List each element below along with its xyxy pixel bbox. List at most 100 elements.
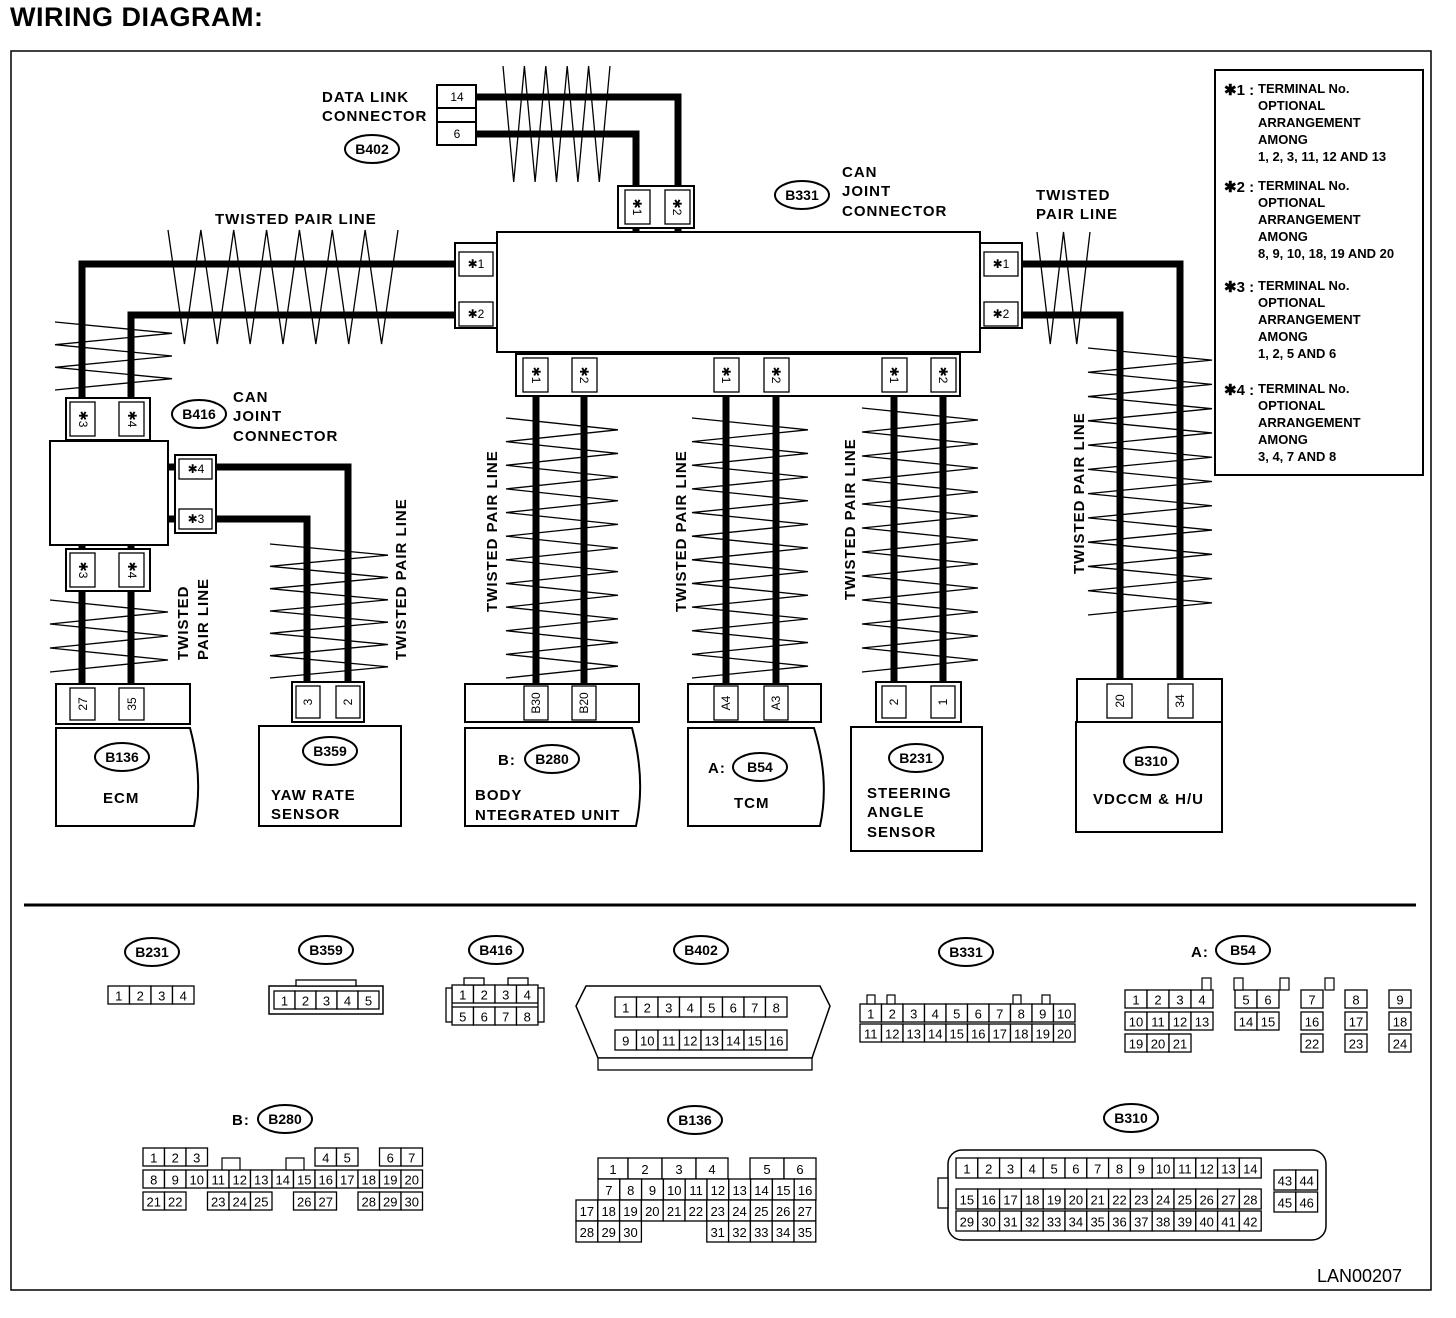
- svg-text:30: 30: [405, 1195, 419, 1210]
- svg-text:B20: B20: [577, 692, 591, 714]
- svg-text:1: 1: [1132, 993, 1139, 1008]
- svg-text:7: 7: [751, 1001, 758, 1016]
- svg-text:6: 6: [481, 1010, 488, 1025]
- svg-text:PAIR LINE: PAIR LINE: [195, 578, 212, 660]
- svg-text:✱4: ✱4: [125, 562, 139, 579]
- svg-text:B30: B30: [529, 692, 543, 714]
- svg-text:21: 21: [667, 1204, 681, 1219]
- svg-text:B280: B280: [268, 1111, 302, 1127]
- svg-text:B231: B231: [899, 750, 933, 766]
- svg-text:24: 24: [1393, 1037, 1407, 1052]
- svg-text:YAW RATE: YAW RATE: [271, 787, 356, 804]
- svg-text:3: 3: [323, 994, 330, 1009]
- svg-text:1: 1: [459, 988, 466, 1003]
- svg-text:1: 1: [622, 1001, 629, 1016]
- svg-text:19: 19: [1129, 1037, 1143, 1052]
- svg-text:33: 33: [754, 1225, 768, 1240]
- svg-text:20: 20: [1113, 694, 1127, 708]
- svg-text:A4: A4: [719, 695, 733, 710]
- svg-text:1: 1: [609, 1162, 616, 1177]
- svg-text:A3: A3: [769, 695, 783, 710]
- svg-text:✱2 :: ✱2 :: [1224, 179, 1254, 196]
- svg-text:24: 24: [732, 1204, 746, 1219]
- svg-text:11: 11: [662, 1034, 676, 1049]
- svg-text:9: 9: [1039, 1007, 1046, 1022]
- svg-text:35: 35: [125, 697, 139, 711]
- svg-text:14: 14: [928, 1027, 942, 1042]
- svg-text:TWISTED: TWISTED: [175, 586, 192, 661]
- svg-text:36: 36: [1112, 1215, 1126, 1230]
- svg-text:4: 4: [1029, 1162, 1036, 1177]
- svg-text:1, 2, 5 AND 6: 1, 2, 5 AND 6: [1258, 346, 1336, 361]
- svg-text:11: 11: [1178, 1162, 1192, 1177]
- svg-text:4: 4: [524, 988, 531, 1003]
- svg-text:9: 9: [1396, 993, 1403, 1008]
- svg-text:3: 3: [158, 989, 165, 1004]
- svg-text:TERMINAL No.: TERMINAL No.: [1258, 381, 1349, 396]
- svg-text:2: 2: [641, 1162, 648, 1177]
- svg-text:B331: B331: [785, 187, 819, 203]
- svg-text:12: 12: [233, 1173, 247, 1188]
- svg-text:5: 5: [953, 1007, 960, 1022]
- svg-text:AMONG: AMONG: [1258, 432, 1308, 447]
- svg-text:3: 3: [301, 698, 315, 705]
- svg-text:29: 29: [601, 1225, 615, 1240]
- svg-text:10: 10: [1129, 1015, 1143, 1030]
- svg-text:15: 15: [1261, 1015, 1275, 1030]
- svg-text:ARRANGEMENT: ARRANGEMENT: [1258, 415, 1361, 430]
- svg-text:18: 18: [1014, 1027, 1028, 1042]
- svg-text:24: 24: [1156, 1193, 1170, 1208]
- svg-text:3: 3: [675, 1162, 682, 1177]
- svg-text:4: 4: [344, 994, 351, 1009]
- svg-text:13: 13: [705, 1034, 719, 1049]
- face-labels: B231 B359 B416 B402 B331 A: B54 B: B280 …: [124, 935, 1271, 1135]
- svg-text:2: 2: [985, 1162, 992, 1177]
- svg-text:✱4: ✱4: [188, 462, 205, 476]
- svg-text:9: 9: [622, 1034, 629, 1049]
- svg-text:19: 19: [383, 1173, 397, 1188]
- svg-text:ANGLE: ANGLE: [867, 804, 925, 821]
- svg-text:39: 39: [1178, 1215, 1192, 1230]
- svg-text:✱1: ✱1: [468, 257, 485, 271]
- svg-text:B416: B416: [479, 942, 513, 958]
- svg-text:11: 11: [1151, 1015, 1165, 1030]
- svg-text:44: 44: [1299, 1174, 1313, 1189]
- svg-text:43: 43: [1278, 1174, 1292, 1189]
- svg-text:7: 7: [502, 1010, 509, 1025]
- svg-text:STEERING: STEERING: [867, 785, 952, 802]
- svg-text:27: 27: [798, 1204, 812, 1219]
- svg-text:9: 9: [1138, 1162, 1145, 1177]
- svg-text:A:: A:: [1191, 944, 1209, 961]
- svg-text:19: 19: [1047, 1193, 1061, 1208]
- svg-text:12: 12: [711, 1183, 725, 1198]
- svg-text:38: 38: [1156, 1215, 1170, 1230]
- svg-text:4: 4: [322, 1151, 329, 1166]
- svg-text:10: 10: [190, 1173, 204, 1188]
- svg-text:OPTIONAL: OPTIONAL: [1258, 398, 1325, 413]
- svg-text:22: 22: [689, 1204, 703, 1219]
- svg-text:JOINT: JOINT: [233, 408, 282, 425]
- svg-text:8: 8: [773, 1001, 780, 1016]
- svg-text:25: 25: [754, 1204, 768, 1219]
- ecm-unit: 27 35 B136 ECM: [55, 683, 200, 827]
- svg-text:B280: B280: [535, 751, 569, 767]
- svg-text:✱1: ✱1: [630, 199, 644, 216]
- svg-text:26: 26: [776, 1204, 790, 1219]
- svg-text:7: 7: [1308, 993, 1315, 1008]
- svg-text:16: 16: [769, 1034, 783, 1049]
- svg-text:6: 6: [975, 1007, 982, 1022]
- svg-text:✱3: ✱3: [76, 411, 90, 428]
- svg-text:A:: A:: [708, 760, 726, 777]
- body-integrated-unit: B30 B20 B: B280 BODY NTEGRATED UNIT: [464, 683, 642, 827]
- twisted-pair-labels: TWISTED PAIR LINE TWISTED PAIR LINE TWIS…: [175, 187, 1117, 661]
- svg-text:35: 35: [798, 1225, 812, 1240]
- svg-text:14: 14: [754, 1183, 768, 1198]
- svg-text:3, 4, 7 AND 8: 3, 4, 7 AND 8: [1258, 449, 1336, 464]
- svg-text:34: 34: [1069, 1215, 1083, 1230]
- svg-text:18: 18: [1025, 1193, 1039, 1208]
- svg-text:DATA LINK: DATA LINK: [322, 89, 409, 106]
- svg-text:20: 20: [1151, 1037, 1165, 1052]
- svg-text:16: 16: [319, 1173, 333, 1188]
- data-link-connector: 14 6 DATA LINK CONNECTOR B402: [322, 84, 477, 164]
